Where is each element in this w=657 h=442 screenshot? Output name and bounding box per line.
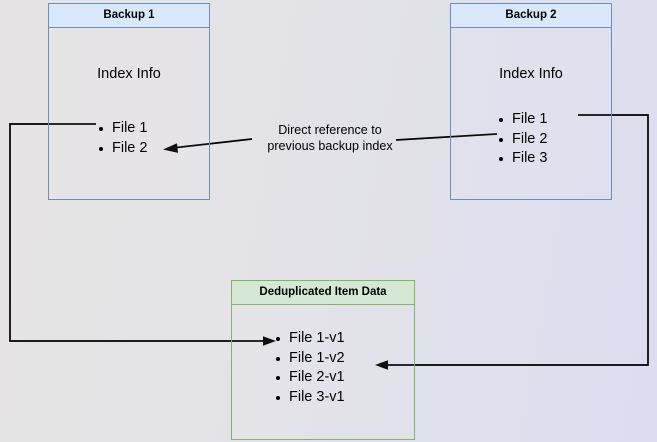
node-backup-2-header: Backup 2 [451,4,611,28]
list-item: File 1 [97,119,147,139]
node-backup-1-header: Backup 1 [49,4,209,28]
node-backup-1[interactable]: Backup 1 Index Info File 1 File 2 [48,3,210,200]
backup-1-index-info-label: Index Info [97,66,161,82]
edge-label-direct-reference: Direct reference to previous backup inde… [267,123,393,153]
dedup-file-list: File 1-v1 File 1-v2 File 2-v1 File 3-v1 [274,329,345,407]
list-item: File 1 [497,110,547,130]
list-item: File 3-v1 [274,388,345,408]
node-deduplicated-item-data[interactable]: Deduplicated Item Data File 1-v1 File 1-… [231,280,415,440]
list-item: File 2-v1 [274,368,345,388]
node-backup-2[interactable]: Backup 2 Index Info File 1 File 2 File 3 [450,3,612,200]
list-item: File 1-v1 [274,329,345,349]
backup-2-file-list: File 1 File 2 File 3 [497,110,547,169]
list-item: File 2 [497,130,547,150]
backup-2-index-info-label: Index Info [499,66,563,82]
backup-1-file-list: File 1 File 2 [97,119,147,158]
node-backup-2-body: Index Info File 1 File 2 File 3 [451,28,611,199]
list-item: File 1-v2 [274,349,345,369]
list-item: File 2 [97,139,147,159]
list-item: File 3 [497,149,547,169]
node-deduplicated-item-data-body: File 1-v1 File 1-v2 File 2-v1 File 3-v1 [232,305,414,439]
node-backup-1-body: Index Info File 1 File 2 [49,28,209,199]
node-deduplicated-item-data-header: Deduplicated Item Data [232,281,414,305]
